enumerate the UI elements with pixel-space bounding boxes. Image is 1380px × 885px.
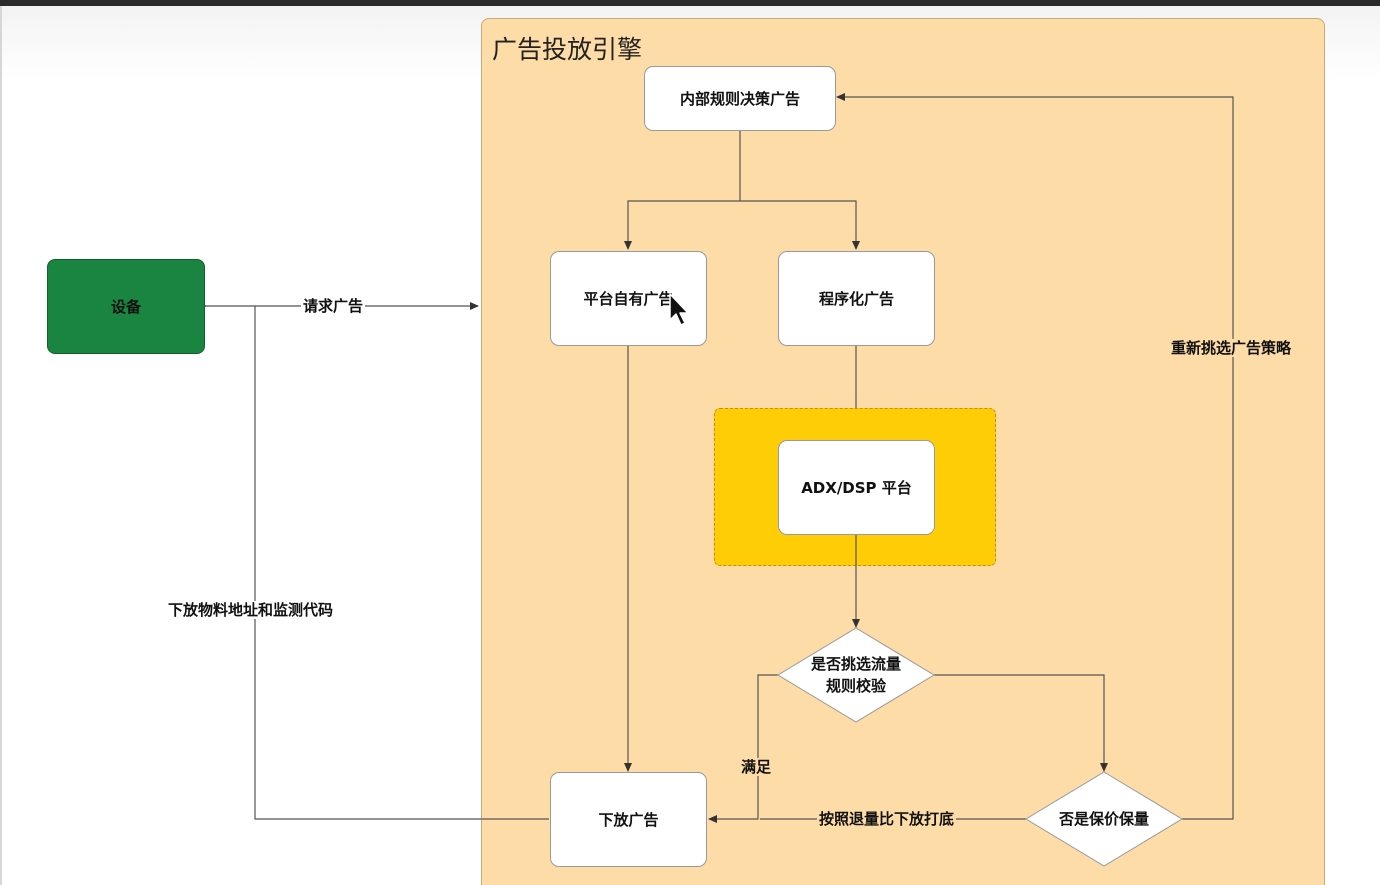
traffic-to-guarantee	[933, 674, 1108, 772]
satisfied-label: 满足	[739, 758, 774, 776]
traffic-check-label: 是否挑选流量 规则校验	[786, 653, 926, 697]
deliver-material-label: 下放物料地址和监测代码	[166, 601, 336, 619]
traffic-check-label-line2: 规则校验	[825, 677, 886, 695]
window-left-edge	[0, 6, 2, 885]
internal-rules-node: 内部规则决策广告	[644, 66, 836, 131]
ad-engine-title: 广告投放引擎	[492, 35, 643, 64]
programmatic-ads-node: 程序化广告	[778, 251, 935, 346]
satisfied-connector	[708, 674, 779, 823]
reselect-connector	[836, 93, 1234, 820]
platform-own-ads-node: 平台自有广告	[550, 251, 707, 346]
adx-dsp-node: ADX/DSP 平台	[778, 440, 935, 535]
split-to-programmatic	[740, 200, 860, 250]
traffic-check-label-line1: 是否挑选流量	[810, 655, 901, 673]
guarantee-check-label: 否是保价保量	[1034, 808, 1174, 830]
guarantee-check-diamond	[1025, 771, 1183, 867]
mouse-cursor-icon	[669, 293, 689, 326]
deliver-material-connector	[254, 306, 549, 820]
reselect-strategy-label: 重新挑选广告策略	[1169, 339, 1294, 357]
guarantee-check-text: 否是保价保量	[1058, 810, 1149, 828]
programmatic-ads-label: 程序化广告	[818, 290, 894, 308]
split-to-own-ads	[624, 200, 740, 250]
window-top-bar	[0, 0, 1380, 6]
device-node: 设备	[47, 259, 205, 354]
adx-dsp-label: ADX/DSP 平台	[801, 479, 912, 497]
deliver-ad-label: 下放广告	[598, 811, 659, 829]
internal-rules-label: 内部规则决策广告	[679, 90, 800, 108]
fallback-ratio-label: 按照退量比下放打底	[817, 810, 957, 828]
platform-own-ads-label: 平台自有广告	[583, 290, 674, 308]
traffic-check-diamond	[777, 627, 935, 723]
request-ad-label: 请求广告	[301, 297, 366, 315]
device-label: 设备	[110, 298, 141, 316]
deliver-ad-node: 下放广告	[550, 772, 707, 867]
